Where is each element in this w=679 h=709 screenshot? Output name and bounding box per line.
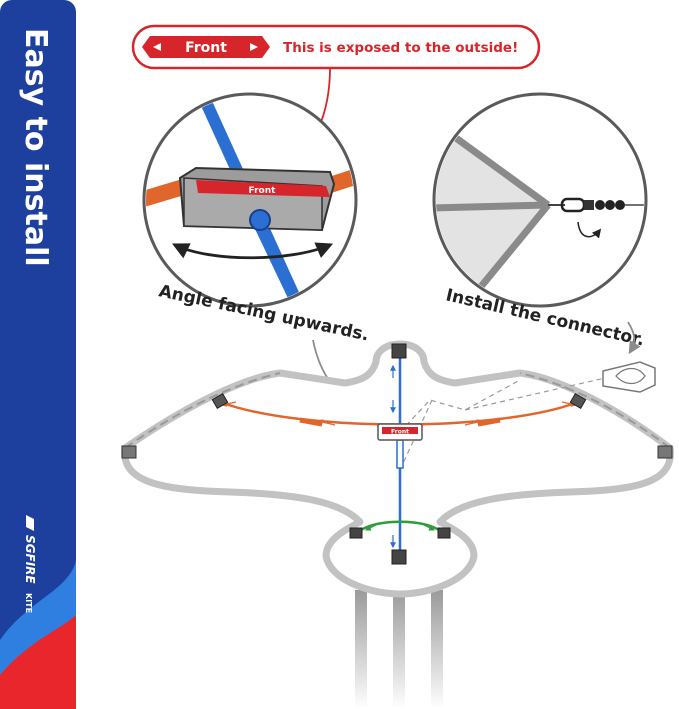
- sail-fabric: [436, 130, 548, 300]
- brand-logo: SGFIRE KITE: [23, 515, 37, 613]
- kite-tail-right: [431, 590, 443, 709]
- side-banner: Easy to install SGFIRE KITE: [0, 0, 76, 709]
- kite-tail-left: [355, 590, 367, 709]
- center-connector-label: Front: [391, 429, 409, 436]
- kite-green-spar: [357, 520, 443, 534]
- banner-background: [0, 0, 76, 709]
- wing-spar-right: [519, 372, 671, 449]
- swivel-ball: [595, 200, 605, 210]
- callout-message: This is exposed to the outside!: [283, 40, 518, 56]
- callout-tag-label: Front: [185, 40, 227, 56]
- install-arrow-icon: [577, 221, 602, 239]
- detail-connector-install: Install the connector.: [432, 92, 648, 351]
- pointer-arrow-right: [627, 321, 641, 355]
- front-callout: Front This is exposed to the outside!: [131, 24, 541, 172]
- cap-bottom: [391, 549, 407, 565]
- bridle-line: [399, 379, 521, 433]
- brand-name: SGFIRE: [23, 535, 37, 584]
- detail-front-connector: Front Angle facing upwards.: [142, 92, 371, 345]
- kite-tail-center: [393, 590, 405, 709]
- cap-left-wing: [121, 445, 137, 459]
- brand-sub: KITE: [24, 593, 33, 613]
- wing-spar-left: [124, 372, 281, 449]
- banner-wave-red: [0, 615, 76, 709]
- kite-frame: Front: [121, 340, 674, 709]
- banner-title: Easy to install: [18, 28, 53, 267]
- connector-icon-small: [602, 361, 656, 393]
- callout-front-tag: [142, 36, 270, 58]
- spar-hole: [249, 209, 271, 231]
- rotate-arrow-icon: [171, 242, 334, 260]
- cap-top: [391, 343, 407, 359]
- tag-right-arrow-icon: [250, 43, 258, 51]
- cap-right-wing: [657, 445, 673, 459]
- connector-front-text: Front: [249, 186, 277, 196]
- connector-front-label: [196, 180, 330, 197]
- tag-left-arrow-icon: [153, 43, 161, 51]
- logo-mark: [26, 515, 34, 531]
